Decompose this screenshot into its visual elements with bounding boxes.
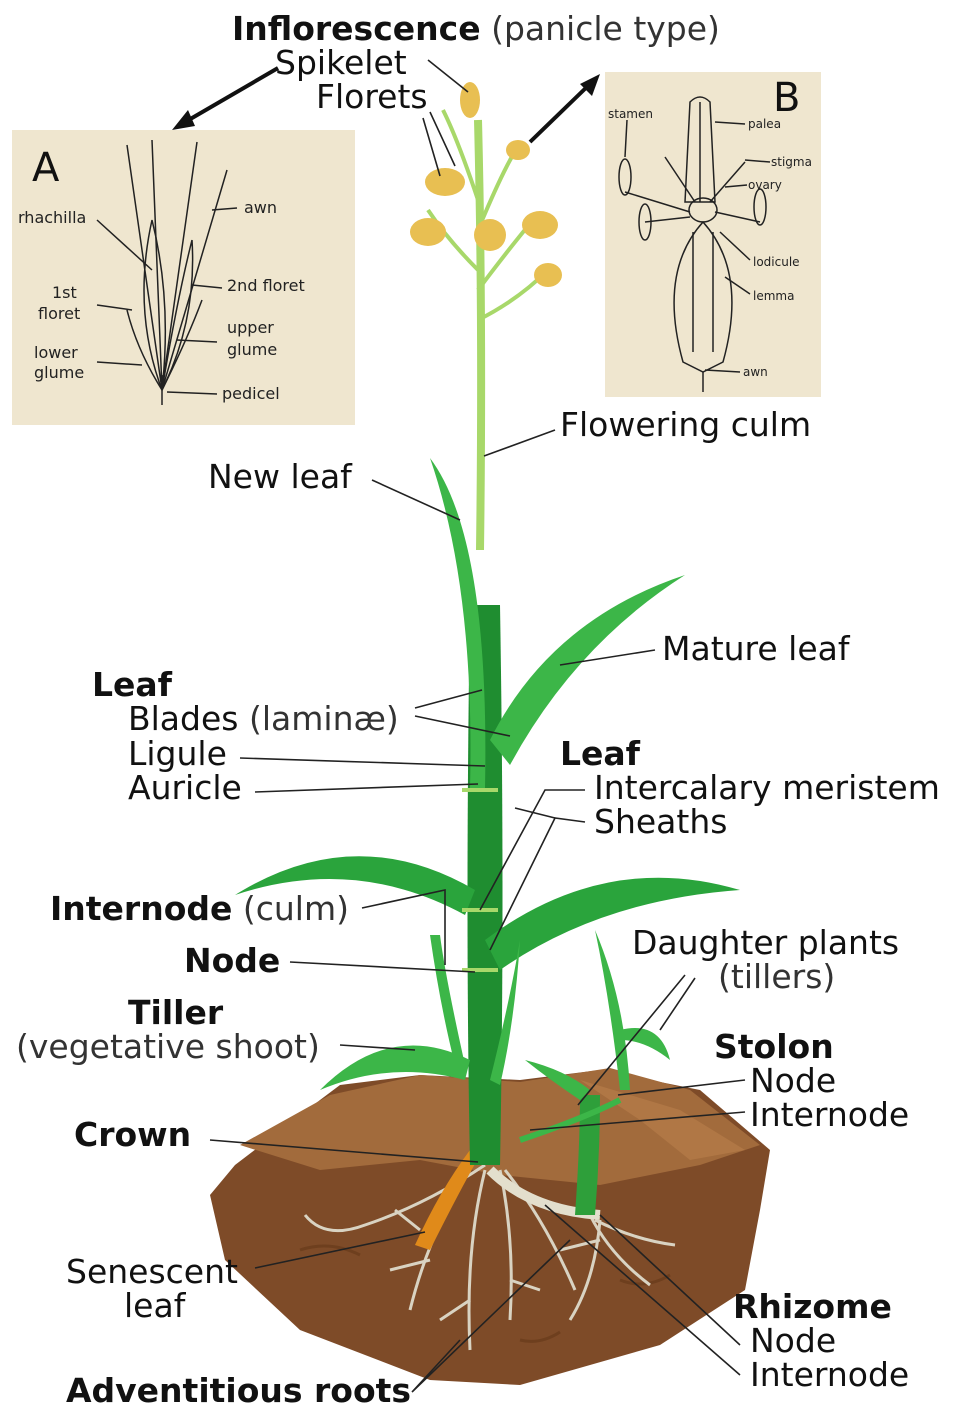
senescent-label-2: leaf — [124, 1289, 185, 1322]
stolon-label: Stolon — [714, 1030, 834, 1063]
new-leaf-label: New leaf — [208, 460, 352, 493]
panel-a-lower-glume-2: glume — [34, 365, 84, 381]
leaf-heading-left: Leaf — [92, 668, 172, 701]
tiller-label: Tiller — [128, 996, 223, 1029]
inflorescence-note: (panicle type) — [491, 9, 720, 48]
daughter-plants-label: Daughter plants — [632, 926, 899, 959]
flowering-culm-shape — [478, 120, 481, 550]
rhizome-node-label: Node — [750, 1324, 836, 1357]
panel-b-ovary: ovary — [748, 179, 782, 191]
panel-a-upper-glume-1: upper — [227, 320, 274, 336]
sheaths-label: Sheaths — [594, 805, 727, 838]
blades-note: (laminæ) — [249, 699, 399, 738]
spikelet-label: Spikelet — [275, 46, 407, 79]
rhizome-internode-label: Internode — [750, 1358, 909, 1391]
panel-b-awn: awn — [743, 366, 768, 378]
panel-a-lower-glume-1: lower — [34, 345, 78, 361]
leaf-heading-right: Leaf — [560, 737, 640, 770]
panel-a-awn: awn — [244, 200, 277, 216]
panel-a-upper-glume-2: glume — [227, 342, 277, 358]
panel-a-first-floret-2: floret — [38, 306, 80, 322]
florets-label: Florets — [316, 80, 428, 113]
panel-b-lemma: lemma — [753, 290, 794, 302]
panel-b-stigma: stigma — [771, 156, 812, 168]
flowering-culm-label: Flowering culm — [560, 408, 811, 441]
stolon-internode-label: Internode — [750, 1098, 909, 1131]
panel-b-stamen: stamen — [608, 108, 653, 120]
ligule-label: Ligule — [128, 737, 227, 770]
blades-label: Blades (laminæ) — [128, 702, 399, 735]
panel-b-letter: B — [773, 78, 800, 118]
inflorescence-label: Inflorescence (panicle type) — [232, 12, 720, 45]
senescent-label-1: Senescent — [66, 1255, 238, 1288]
florets-cluster — [410, 82, 562, 287]
panel-a-rhachilla: rhachilla — [18, 210, 86, 226]
panel-a-spikelet: A awn rhachilla 2nd floret 1st floret up… — [12, 130, 355, 425]
panel-a-first-floret-1: 1st — [52, 285, 77, 301]
internode-note: (culm) — [243, 889, 349, 928]
crown-label: Crown — [74, 1118, 191, 1151]
panel-b-floret: B stamen palea stigma ovary lodicule lem… — [605, 72, 821, 397]
blades-title: Blades — [128, 699, 238, 738]
tiller-note: (vegetative shoot) — [16, 1030, 320, 1063]
rhizome-label: Rhizome — [733, 1290, 892, 1323]
auricle-label: Auricle — [128, 771, 242, 804]
adventitious-roots-label: Adventitious roots — [66, 1374, 411, 1407]
panel-b-palea: palea — [748, 118, 781, 130]
node-label: Node — [184, 944, 280, 977]
panel-a-pedicel: pedicel — [222, 386, 280, 402]
panel-a-second-floret: 2nd floret — [227, 278, 305, 294]
internode-label: Internode (culm) — [50, 892, 349, 925]
intercalary-meristem-label: Intercalary meristem — [594, 771, 940, 804]
panel-b-lodicule: lodicule — [753, 256, 800, 268]
internode-title: Internode — [50, 889, 232, 928]
mature-leaf-label: Mature leaf — [662, 632, 850, 665]
daughter-plants-note: (tillers) — [718, 960, 835, 993]
stolon-node-label: Node — [750, 1064, 836, 1097]
panel-a-letter: A — [32, 148, 59, 188]
